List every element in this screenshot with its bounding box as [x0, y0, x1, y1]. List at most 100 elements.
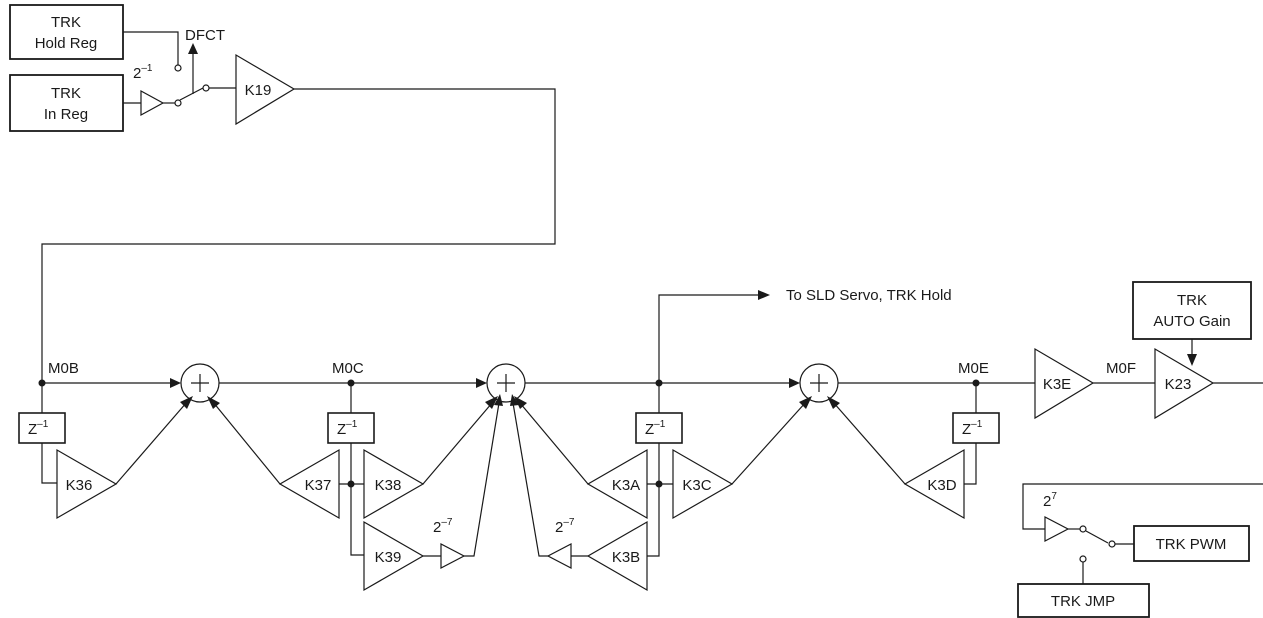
k23-label: K23: [1165, 376, 1192, 393]
z-delay-1-label: Z–1: [28, 419, 49, 438]
pwm-section: 27 TRK PWM TRK JMP: [1017, 483, 1263, 618]
hold-reg-wire: [123, 31, 179, 65]
auto-gain-arrow: [1187, 354, 1197, 366]
trk-hold-reg-box: [9, 4, 124, 60]
switch-terminal-in: [174, 99, 182, 107]
k3b-arrow: [510, 394, 519, 406]
k39-label: K39: [375, 549, 402, 566]
k38-out-wire: [422, 402, 493, 485]
trk-in-reg-label-2: In Reg: [44, 106, 88, 123]
k3a-out-wire: [519, 402, 589, 485]
z3-trunk-wire: [647, 443, 660, 557]
k19-triangle: [235, 53, 296, 126]
trk-jmp-label: TRK JMP: [1051, 593, 1115, 610]
trk-auto-gain-label-2: AUTO Gain: [1153, 313, 1230, 330]
k37-label: K37: [305, 477, 332, 494]
in-shift-label: 2–1: [133, 63, 153, 82]
k19-output-wire: [41, 88, 556, 383]
k39-out-wire: [464, 402, 500, 557]
trk-in-reg-label-1: TRK: [51, 85, 81, 102]
k3b-out-wire: [512, 402, 548, 557]
sum3-input-arrow: [789, 378, 800, 388]
pwm-switch-in: [1079, 525, 1087, 533]
k38-label: K38: [375, 477, 402, 494]
z4-to-k3d-wire: [964, 443, 977, 485]
k3a-arrow: [514, 396, 527, 409]
input-section: TRK Hold Reg TRK In Reg 2–1 DFCT K19: [9, 4, 556, 383]
k38-arrow: [485, 396, 498, 409]
switch-common: [202, 84, 210, 92]
trk-in-reg-box: [9, 74, 124, 132]
pwm-switch-arm: [1085, 530, 1109, 544]
k3e-triangle: [1034, 347, 1095, 420]
stage2-feedback: Z–1 K38 K39 2–7 K3A K3B 2–7 Z–1: [327, 383, 683, 592]
z-delay-1: [18, 412, 66, 444]
k3a-label: K3A: [612, 477, 640, 494]
k19-label: K19: [245, 82, 272, 99]
k39-triangle: [363, 520, 425, 592]
sld-output-arrow: [758, 290, 770, 300]
pwm-switch-out: [1108, 540, 1116, 548]
dfct-label: DFCT: [185, 27, 225, 44]
pwm-shift-triangle: [1044, 516, 1070, 542]
trk-jmp-box: [1017, 583, 1150, 618]
k3b-shift-label: 2–7: [555, 517, 575, 536]
m0f-label: M0F: [1106, 360, 1136, 377]
m0e-label: M0E: [958, 360, 989, 377]
k36-out-wire: [115, 401, 188, 485]
z3-branch-dot: [655, 480, 663, 488]
sum1-input-arrow: [170, 378, 181, 388]
k3c-label: K3C: [682, 477, 711, 494]
k3c-out-wire: [731, 401, 807, 485]
z2-trunk-wire: [350, 443, 364, 556]
switch-terminal-hold: [174, 64, 182, 72]
pwm-switch-alt: [1079, 555, 1087, 563]
sld-output-wire: [658, 294, 760, 383]
k3b-shift-triangle: [546, 543, 572, 569]
z2-branch-dot: [347, 480, 355, 488]
z-delay-4-label: Z–1: [962, 419, 983, 438]
k23-triangle: [1154, 347, 1215, 420]
k3d-label: K3D: [927, 477, 956, 494]
trk-auto-gain-label-1: TRK: [1177, 292, 1207, 309]
sld-output-label: To SLD Servo, TRK Hold: [786, 287, 952, 304]
m0c-label: M0C: [332, 360, 364, 377]
z-delay-2-label: Z–1: [337, 419, 358, 438]
k3c-triangle: [672, 448, 734, 520]
main-path: M0B M0C To SLD Servo, TRK Hold M0E K: [38, 281, 1263, 420]
k36-arrow: [180, 396, 193, 409]
k39-shift-label: 2–7: [433, 517, 453, 536]
stage1-feedback: Z–1 K36 K37: [18, 383, 340, 520]
pwm-feed-wire: [1022, 483, 1263, 530]
k36-label: K36: [66, 477, 93, 494]
k39-shift-triangle: [440, 543, 466, 569]
k38-triangle: [363, 448, 425, 520]
pwm-shift-label: 27: [1043, 491, 1057, 510]
k39-arrow: [494, 394, 503, 406]
z1-to-k36-wire: [41, 443, 57, 484]
k3e-label: K3E: [1043, 376, 1071, 393]
trk-pwm-label: TRK PWM: [1156, 536, 1227, 553]
trk-hold-reg-label-1: TRK: [51, 14, 81, 31]
m0b-label: M0B: [48, 360, 79, 377]
k3d-arrow: [827, 396, 840, 409]
trk-hold-reg-label-2: Hold Reg: [35, 35, 98, 52]
k3b-label: K3B: [612, 549, 640, 566]
k37-arrow: [207, 396, 220, 409]
stage3-feedback: K3C Z–1 K3D: [672, 383, 1000, 520]
z-delay-3-label: Z–1: [645, 419, 666, 438]
z-delay-3: [635, 412, 683, 444]
dfct-arrow: [188, 43, 198, 54]
trk-auto-gain-box: [1132, 281, 1252, 340]
k3c-arrow: [799, 396, 812, 409]
k37-out-wire: [212, 401, 281, 485]
k3d-out-wire: [832, 401, 906, 485]
k3d-triangle: [903, 448, 965, 520]
in-shift-triangle: [140, 89, 165, 117]
sum2-input-arrow: [476, 378, 487, 388]
input-switch-arm: [179, 87, 204, 101]
k36-triangle: [56, 448, 118, 520]
trk-pwm-box: [1133, 525, 1250, 562]
z-delay-4: [952, 412, 1000, 444]
